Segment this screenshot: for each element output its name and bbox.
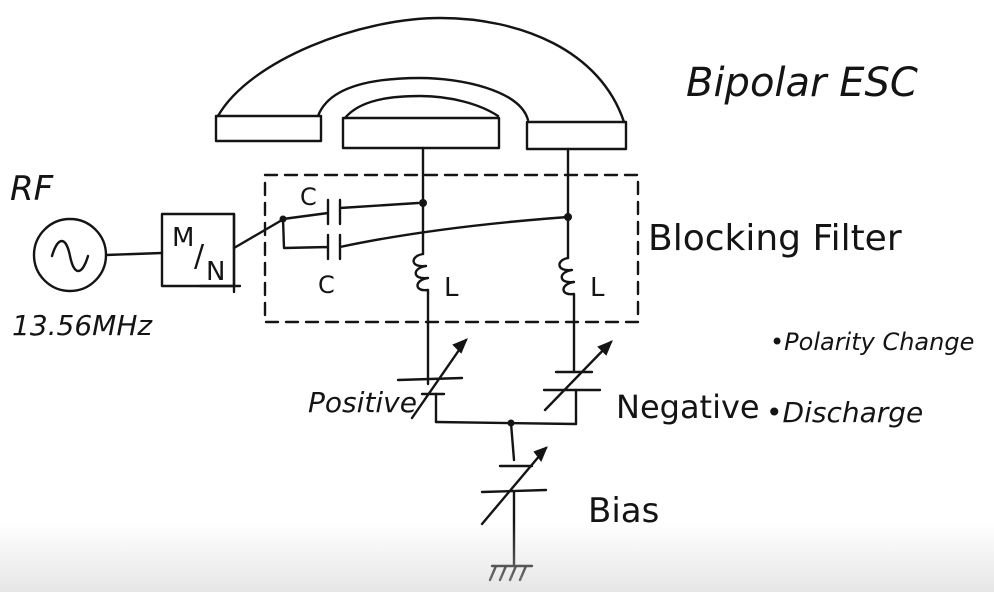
capacitor-top-label: C	[300, 183, 317, 211]
bias-supply-symbol	[480, 421, 548, 568]
wire-bottom-bus	[434, 420, 578, 426]
inductor-left	[412, 252, 430, 386]
esc-chuck	[214, 16, 628, 151]
inductor-right-label: L	[590, 273, 605, 303]
positive-supply-symbol	[396, 338, 468, 424]
esc-inner-arch	[316, 76, 530, 122]
rf-label: RF	[10, 169, 54, 209]
wire-cap-bottom	[281, 215, 570, 261]
inductor-right	[558, 256, 576, 374]
note-discharge: •Discharge	[766, 396, 923, 429]
esc-inner-arch-2	[343, 94, 500, 120]
wire-cap-top	[281, 198, 420, 226]
positive-label: Positive	[308, 386, 417, 419]
negative-label: Negative	[616, 388, 760, 426]
wire-rf-to-mn	[104, 251, 164, 257]
matching-network-top-label: M	[172, 223, 194, 253]
ground-icon	[488, 564, 534, 582]
blocking-filter-box	[263, 173, 640, 324]
rf-source	[32, 217, 108, 293]
matching-network-slash: /	[194, 239, 205, 274]
negative-supply-symbol	[542, 340, 613, 426]
diagram-title: Bipolar ESC	[686, 60, 918, 106]
sine-wave-icon	[50, 239, 90, 273]
matching-network-bottom-label: N	[206, 257, 225, 287]
note-polarity-change: •Polarity Change	[770, 328, 974, 356]
wire-mn-to-node	[232, 218, 284, 250]
esc-outer-dome	[216, 16, 626, 124]
blocking-filter-label: Blocking Filter	[648, 218, 902, 259]
esc-center-electrode	[341, 116, 501, 150]
esc-right-electrode	[525, 120, 628, 151]
frequency-label: 13.56MHz	[12, 309, 153, 342]
bias-label: Bias	[588, 491, 659, 531]
esc-left-electrode	[214, 114, 323, 143]
capacitor-bottom-label: C	[318, 271, 335, 299]
matching-network	[160, 212, 242, 294]
inductor-left-label: L	[444, 273, 459, 303]
